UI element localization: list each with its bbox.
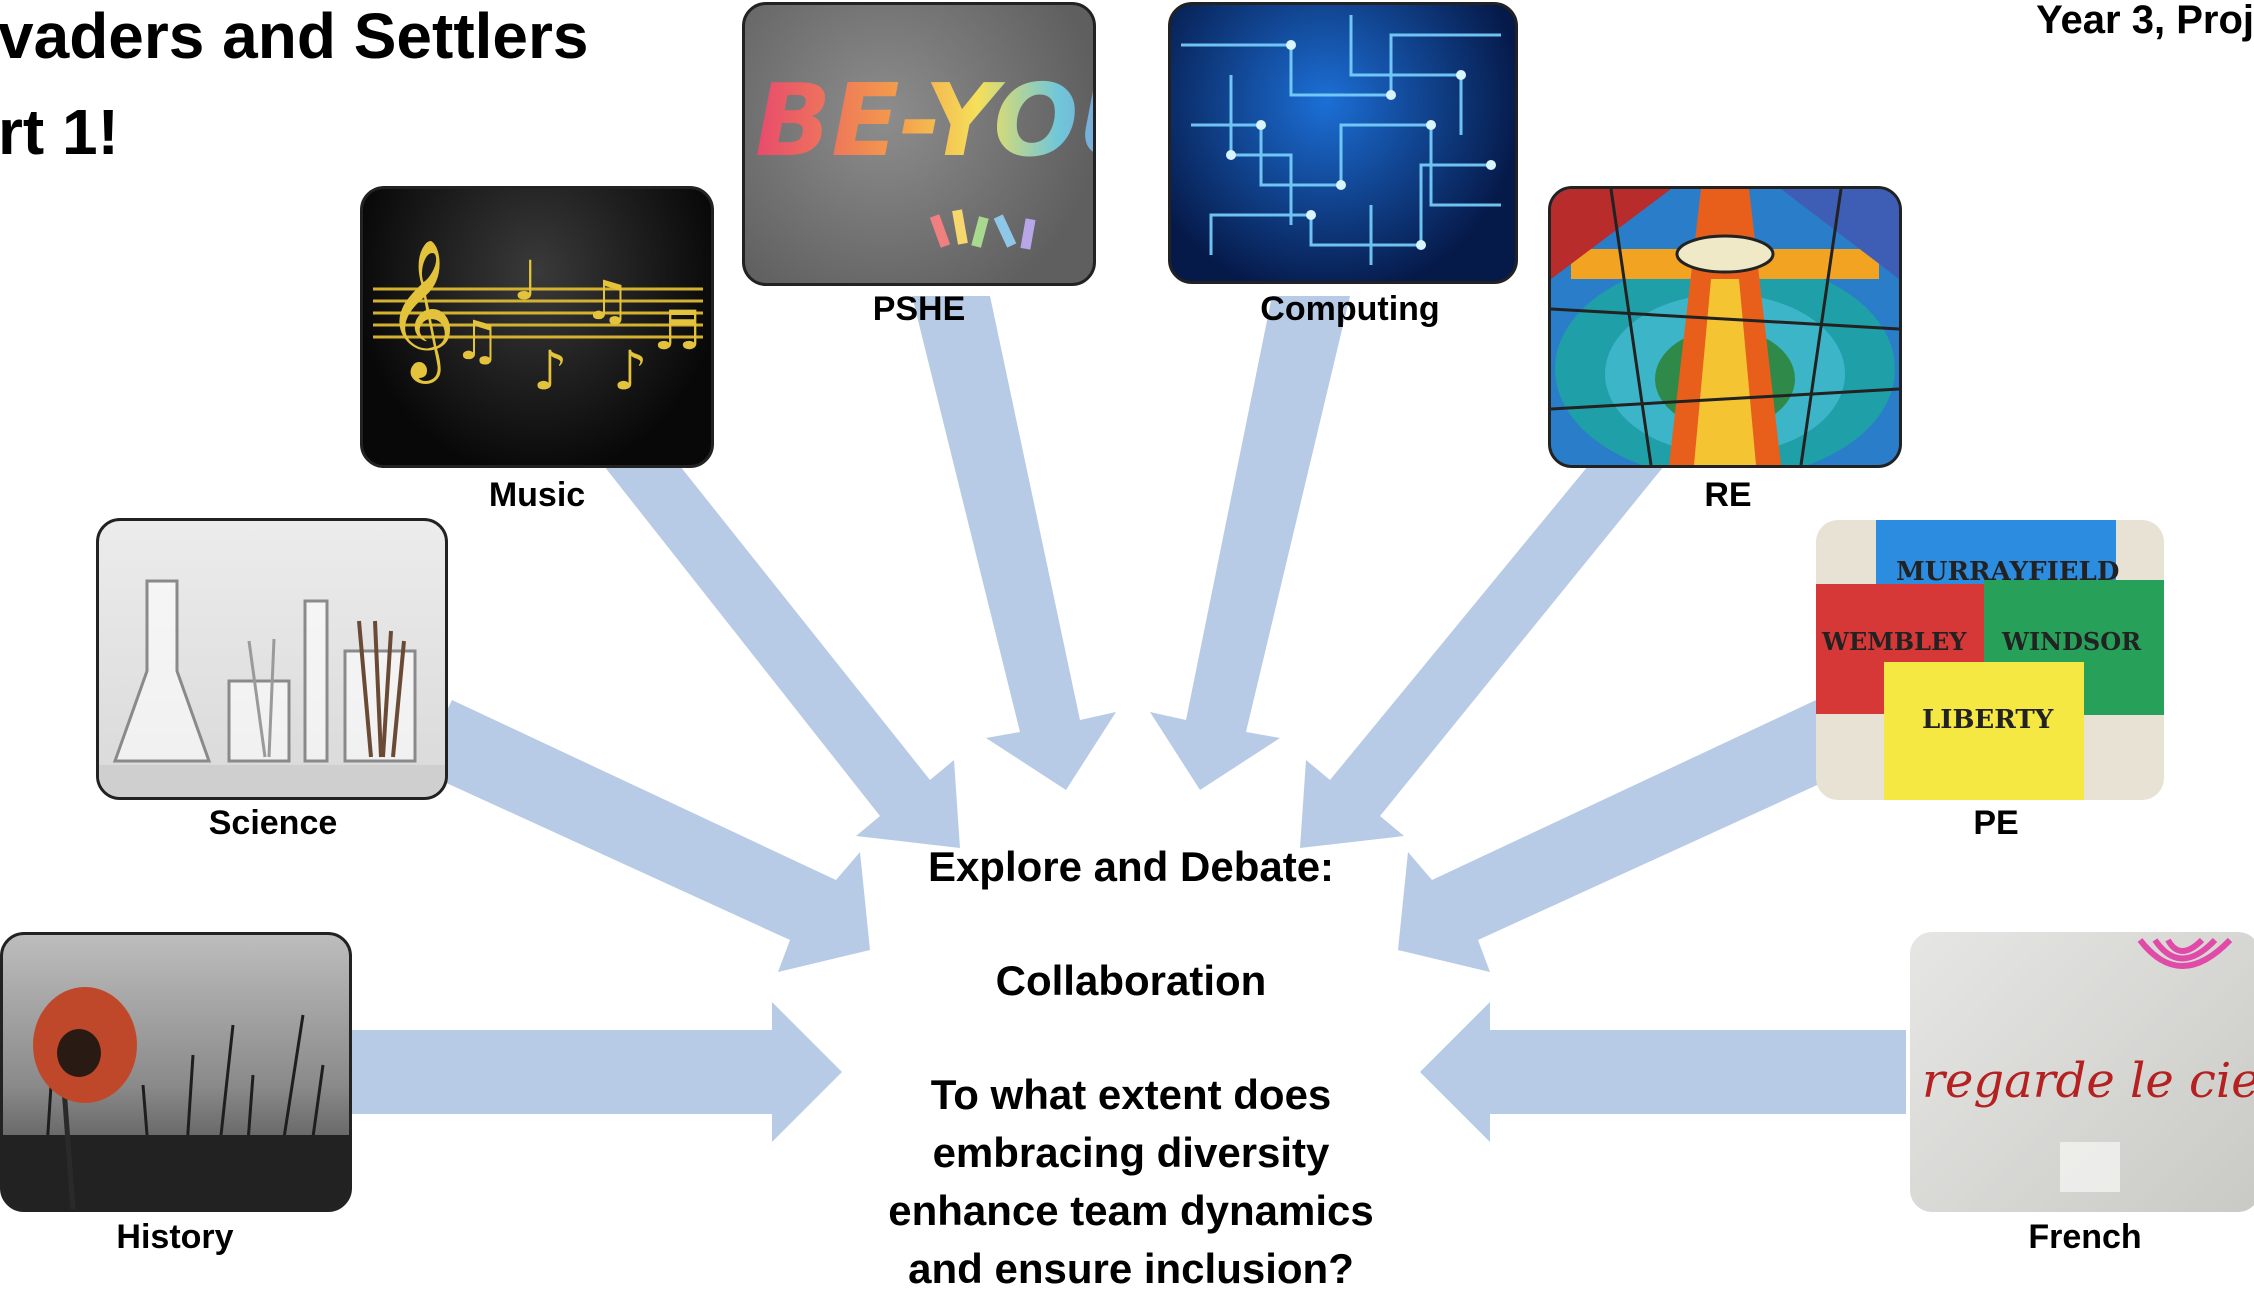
music-notes-icon: 𝄞 ♫ ♩ ♪ ♫ ♪ ♬ [373, 239, 703, 402]
computing-image [1168, 2, 1518, 284]
arrow-computing [1150, 296, 1350, 790]
shirt-text-windsor: WINDSOR [2001, 627, 2142, 656]
question-line-2: embracing diversity [932, 1128, 1330, 1176]
shirt-text-liberty: LIBERTY [1922, 705, 2054, 735]
center-question: To what extent does embracing diversity … [851, 1066, 1411, 1298]
svg-text:𝄞: 𝄞 [385, 239, 456, 384]
graffiti-text: regarde le ciel... [1922, 1053, 2254, 1109]
question-line-4: and ensure inclusion? [908, 1244, 1354, 1292]
graffiti-icon: regarde le ciel... [1922, 937, 2254, 1192]
svg-text:♪: ♪ [533, 339, 567, 402]
lab-glassware-icon [99, 579, 445, 797]
arrow-music [604, 466, 960, 848]
caption-pshe: PSHE [872, 290, 966, 328]
pshe-image: BE-YOU [742, 2, 1096, 286]
pe-image: MURRAYFIELD WEMBLEY WINDSOR LIBERTY [1816, 520, 2164, 800]
caption-re: RE [1704, 476, 1752, 514]
center-heading: Explore and Debate: [927, 843, 1335, 890]
french-image: regarde le ciel... [1910, 932, 2254, 1212]
arrow-pshe [912, 296, 1116, 790]
caption-pe: PE [1973, 804, 2019, 842]
caption-music: Music [488, 476, 586, 514]
caption-computing: Computing [1260, 290, 1440, 328]
music-image: 𝄞 ♫ ♩ ♪ ♫ ♪ ♬ [360, 186, 714, 468]
shirt-text-murrayfield: MURRAYFIELD [1896, 557, 2119, 587]
page-title-line1: vaders and Settlers [0, 0, 589, 72]
arrow-re [1300, 466, 1664, 848]
caption-french: French [2028, 1218, 2142, 1256]
arrow-french [1420, 1002, 1906, 1142]
science-image [96, 518, 448, 800]
center-topic: Collaboration [995, 957, 1267, 1004]
shirt-text-wembley: WEMBLEY [1821, 627, 1967, 656]
year-project-label: Year 3, Proj [2036, 0, 2254, 42]
question-line-3: enhance team dynamics [888, 1186, 1374, 1234]
caption-science: Science [208, 804, 338, 842]
be-you-text: BE-YOU [755, 62, 1093, 179]
arrow-science [418, 700, 870, 972]
chalk-art-icon: BE-YOU [755, 62, 1093, 250]
caption-history: History [116, 1218, 234, 1256]
arrow-pe [1398, 700, 1850, 972]
stained-glass-icon [1551, 189, 1899, 465]
svg-text:♫: ♫ [583, 269, 631, 332]
arrow-history [352, 1002, 842, 1142]
svg-text:♫: ♫ [453, 309, 501, 372]
re-image [1548, 186, 1902, 468]
page-title-line2: rt 1! [0, 96, 119, 168]
svg-text:♪: ♪ [613, 339, 647, 402]
circuit-icon [1181, 15, 1501, 265]
svg-text:♩: ♩ [513, 249, 538, 312]
svg-text:♬: ♬ [653, 299, 701, 362]
question-line-1: To what extent does [930, 1071, 1332, 1118]
poppy-field-icon [3, 987, 349, 1209]
history-image [0, 932, 352, 1212]
tshirts-icon: MURRAYFIELD WEMBLEY WINDSOR LIBERTY [1816, 520, 2164, 800]
